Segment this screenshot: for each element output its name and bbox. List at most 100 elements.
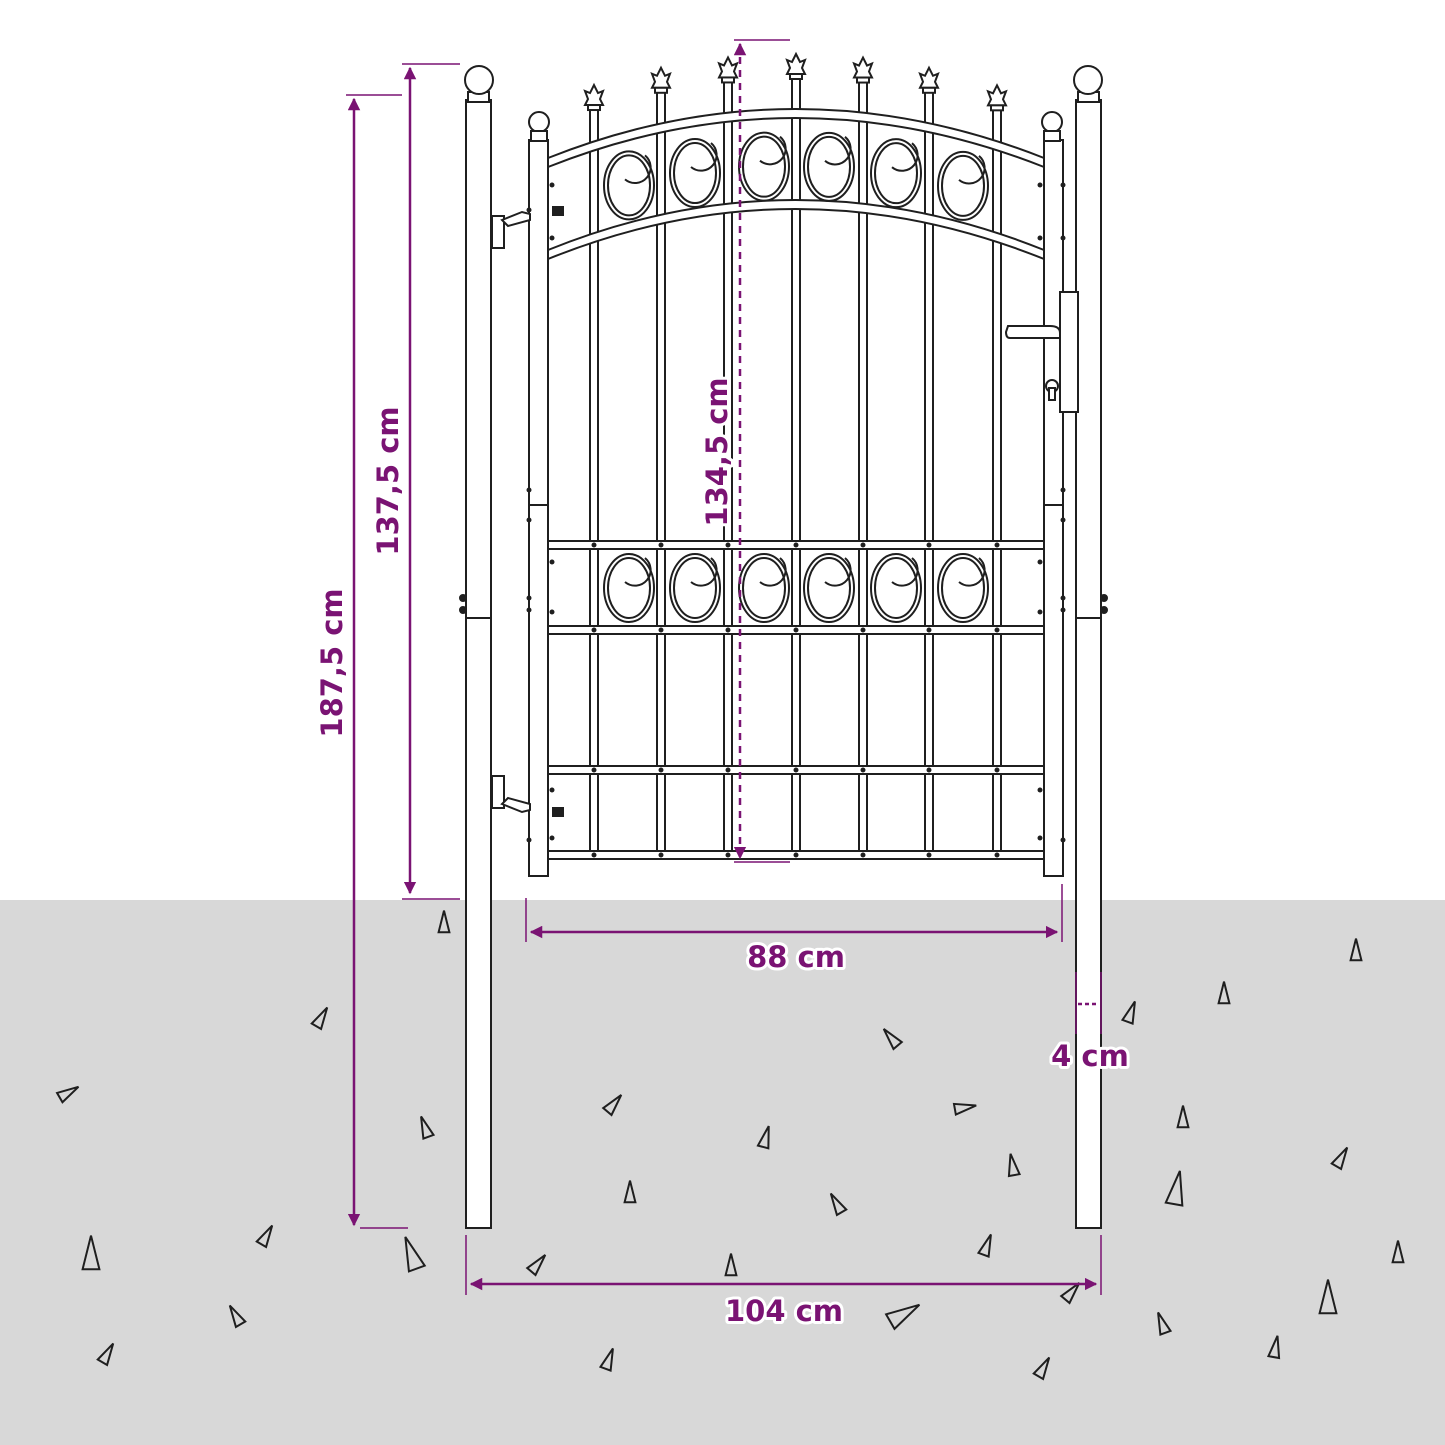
- gravel-stone: [756, 1125, 770, 1150]
- ornament-curl: [958, 557, 986, 587]
- rivet: [1060, 182, 1066, 188]
- gate-bar: [656, 86, 666, 859]
- gate: [491, 51, 1079, 877]
- rivet: [549, 787, 555, 793]
- gravel-stone: [310, 1006, 329, 1031]
- rivet: [549, 559, 555, 565]
- rivet: [793, 627, 799, 633]
- gravel-stone: [228, 1304, 247, 1329]
- ornament-curl: [759, 135, 787, 166]
- rivet: [591, 767, 597, 773]
- rivet: [591, 542, 597, 548]
- rivet: [994, 852, 1000, 858]
- rivet: [926, 627, 932, 633]
- finial-icon: [785, 51, 807, 76]
- rivet: [549, 609, 555, 615]
- rivet: [1060, 595, 1066, 601]
- rivet: [860, 852, 866, 858]
- gravel-pattern: [55, 910, 1405, 1381]
- oval-inner: [941, 154, 985, 217]
- ornament-curl: [891, 142, 919, 172]
- rivet: [793, 542, 799, 548]
- finial-icon: [650, 65, 672, 89]
- gate-left-stile: [528, 139, 549, 877]
- oval-ornament: [738, 131, 790, 202]
- rivet: [860, 767, 866, 773]
- oval-ornament: [803, 131, 855, 202]
- gravel-stone: [601, 1094, 623, 1117]
- oval-ornament: [870, 553, 922, 623]
- finial-icon: [986, 83, 1008, 107]
- gravel-stone: [884, 1303, 921, 1331]
- gate-height-label: 137,5 cm: [371, 406, 405, 555]
- ornament-curl: [958, 155, 986, 185]
- finial-collar: [990, 104, 1004, 112]
- rivet: [926, 852, 932, 858]
- oval-inner: [607, 154, 651, 217]
- gate-bar: [992, 104, 1002, 860]
- finial-icon: [852, 55, 874, 79]
- gravel-stone: [882, 1028, 904, 1051]
- oval-inner: [874, 142, 918, 205]
- rivet: [725, 767, 731, 773]
- oval-ornament: [937, 553, 989, 623]
- rivet: [591, 627, 597, 633]
- rivet: [994, 767, 1000, 773]
- rivet: [1037, 182, 1043, 188]
- rivet: [658, 767, 664, 773]
- lock-and-handle: [1004, 291, 1079, 413]
- ornament-curl: [690, 557, 718, 587]
- dimension-lines: [346, 39, 1102, 1295]
- oval-ornament: [937, 150, 989, 221]
- rivet: [725, 542, 731, 548]
- oval-inner: [807, 135, 851, 198]
- rivet: [1060, 487, 1066, 493]
- rivet: [1060, 517, 1066, 523]
- rivet: [860, 542, 866, 548]
- gravel-stone: [1266, 1335, 1281, 1360]
- ornament-curl: [624, 154, 652, 184]
- gravel-stone: [1176, 1105, 1190, 1129]
- rivet: [526, 595, 532, 601]
- oval-ornament: [603, 553, 655, 623]
- rivet: [725, 852, 731, 858]
- oval-ornament: [803, 553, 855, 623]
- rivet: [1060, 235, 1066, 241]
- ornament-curl: [624, 557, 652, 587]
- rivet: [926, 767, 932, 773]
- gravel-stone: [1007, 1153, 1022, 1178]
- rivet: [860, 627, 866, 633]
- gate-bar: [858, 76, 868, 860]
- rivet: [658, 542, 664, 548]
- finial-collar: [856, 76, 870, 84]
- gate-width-label: 88 cm: [747, 940, 845, 974]
- finial-collar: [654, 86, 668, 94]
- rivet: [591, 852, 597, 858]
- gravel-stone: [1120, 1000, 1136, 1025]
- finial-icon: [717, 55, 739, 79]
- gravel-stone: [420, 1115, 436, 1140]
- ground: [0, 900, 1445, 1445]
- ornament-curl: [891, 557, 919, 587]
- gravel-stone: [976, 1233, 992, 1258]
- rivet: [1037, 787, 1043, 793]
- gravel-stone: [255, 1224, 274, 1249]
- gravel-stone: [1164, 1170, 1184, 1207]
- gate-right-stile: [1043, 139, 1064, 877]
- oval-inner: [673, 557, 717, 619]
- right-post: [1073, 65, 1108, 1229]
- left-post: [459, 65, 494, 1229]
- rivet: [793, 767, 799, 773]
- rivet: [658, 627, 664, 633]
- gravel-stone: [724, 1253, 738, 1277]
- rivet: [994, 627, 1000, 633]
- gate-bar: [791, 73, 801, 859]
- finial-icon: [583, 82, 605, 107]
- finial-collar: [789, 73, 803, 81]
- ornament-curl: [824, 557, 852, 587]
- ornament-curl: [824, 136, 852, 166]
- rivet: [1037, 235, 1043, 241]
- rivet: [549, 835, 555, 841]
- gravel-stone: [829, 1192, 848, 1217]
- rivet: [994, 542, 1000, 548]
